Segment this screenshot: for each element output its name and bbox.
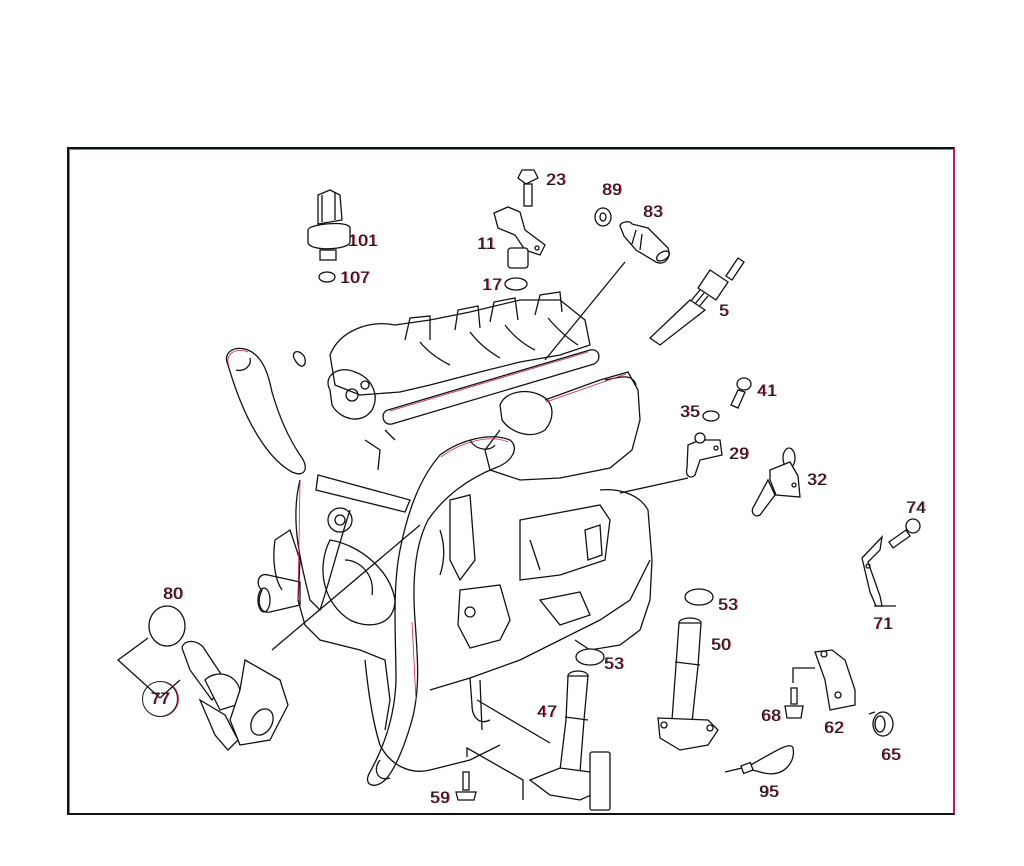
part-107-sealing-washer[interactable] xyxy=(318,271,336,283)
callout-53-lower[interactable]: 53 xyxy=(604,654,624,673)
part-65-hose-clamp[interactable] xyxy=(868,711,894,737)
part-62-clamp-bracket[interactable] xyxy=(814,649,856,711)
callout-71[interactable]: 71 xyxy=(873,614,893,633)
part-17-o-ring[interactable] xyxy=(504,277,528,291)
callout-107[interactable]: 107 xyxy=(340,268,370,287)
part-95-cable-tie[interactable] xyxy=(724,745,795,775)
leader-lines xyxy=(116,261,815,800)
callout-50[interactable]: 50 xyxy=(711,635,731,654)
part-32-bracket[interactable] xyxy=(751,447,801,517)
part-50-oil-level-sensor[interactable] xyxy=(657,617,719,751)
part-89-washer[interactable] xyxy=(594,207,612,227)
callout-65[interactable]: 65 xyxy=(881,745,901,764)
part-35-o-ring[interactable] xyxy=(702,410,720,422)
diagram-frame xyxy=(67,147,955,815)
part-59-bolt[interactable] xyxy=(455,771,477,801)
part-23-bolt[interactable] xyxy=(517,169,539,207)
callout-83[interactable]: 83 xyxy=(643,202,663,221)
callout-53-upper[interactable]: 53 xyxy=(718,595,738,614)
part-74-bolt[interactable] xyxy=(888,518,921,549)
part-53-o-ring-upper[interactable] xyxy=(684,588,714,606)
callout-74[interactable]: 74 xyxy=(906,498,926,517)
callout-68[interactable]: 68 xyxy=(761,706,781,725)
part-11-camshaft-sensor[interactable] xyxy=(493,206,546,269)
callout-77-circled[interactable]: 77 xyxy=(142,681,178,717)
callout-5[interactable]: 5 xyxy=(719,301,729,320)
callout-29[interactable]: 29 xyxy=(729,444,749,463)
callout-62[interactable]: 62 xyxy=(824,718,844,737)
part-41-bolt[interactable] xyxy=(730,377,752,409)
callout-17[interactable]: 17 xyxy=(482,275,502,294)
callout-23[interactable]: 23 xyxy=(546,170,566,189)
part-5-glow-plug[interactable] xyxy=(648,257,745,346)
part-68-bolt[interactable] xyxy=(784,687,804,719)
part-80-o-ring[interactable] xyxy=(148,605,186,647)
callout-32[interactable]: 32 xyxy=(807,470,827,489)
callout-35[interactable]: 35 xyxy=(680,402,700,421)
callout-41[interactable]: 41 xyxy=(757,381,777,400)
callout-80[interactable]: 80 xyxy=(163,584,183,603)
callout-89[interactable]: 89 xyxy=(602,180,622,199)
part-83-temperature-sensor[interactable] xyxy=(619,221,671,264)
part-47-oil-sensor[interactable] xyxy=(528,670,611,811)
callout-59[interactable]: 59 xyxy=(430,788,450,807)
callout-47[interactable]: 47 xyxy=(537,702,557,721)
callout-11[interactable]: 11 xyxy=(477,234,496,253)
part-53-o-ring-lower[interactable] xyxy=(575,648,605,666)
part-71-bracket[interactable] xyxy=(861,535,896,607)
callout-95[interactable]: 95 xyxy=(759,782,779,801)
part-29-crank-sensor[interactable] xyxy=(685,432,723,478)
engine-assembly xyxy=(225,291,653,786)
part-101-pressure-sensor[interactable] xyxy=(307,189,351,261)
part-77-sensor-connector[interactable] xyxy=(181,640,289,751)
callout-101[interactable]: 101 xyxy=(348,231,378,250)
